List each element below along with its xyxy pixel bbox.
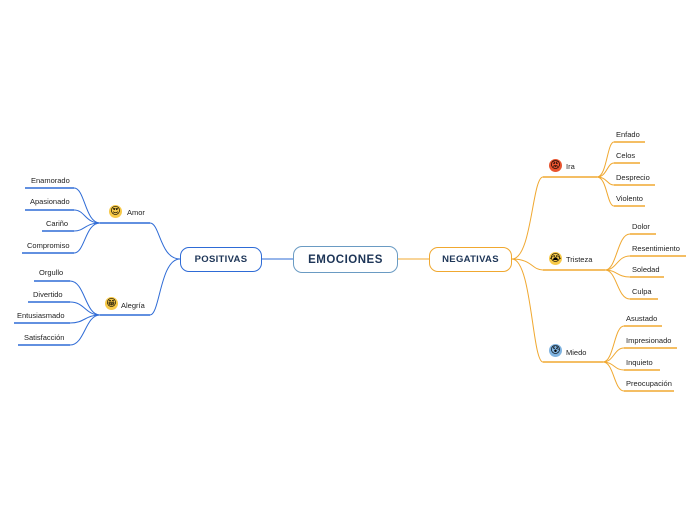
heart-face-icon: 😍	[109, 205, 122, 218]
leaf-inquieto[interactable]: Inquieto	[626, 358, 653, 367]
leaf-dolor[interactable]: Dolor	[632, 222, 650, 231]
leaf-divertido[interactable]: Divertido	[33, 290, 63, 299]
leaf-satisfaccion[interactable]: Satisfacción	[24, 333, 65, 342]
leaf-resentimiento[interactable]: Resentimiento	[632, 244, 680, 253]
group-amor[interactable]: Amor	[127, 208, 145, 217]
leaf-impresionado[interactable]: Impresionado	[626, 336, 672, 345]
leaf-soledad[interactable]: Soledad	[632, 265, 660, 274]
leaf-compromiso[interactable]: Compromiso	[27, 241, 70, 250]
leaf-celos[interactable]: Celos	[616, 151, 636, 160]
negative-label: NEGATIVAS	[442, 254, 499, 265]
root-node[interactable]: EMOCIONES	[293, 246, 398, 273]
leaf-entusiasmado[interactable]: Entusiasmado	[17, 311, 65, 320]
group-tristeza[interactable]: Tristeza	[566, 255, 593, 264]
leaf-culpa[interactable]: Culpa	[632, 287, 652, 296]
positive-node[interactable]: POSITIVAS	[180, 247, 262, 272]
leaf-asustado[interactable]: Asustado	[626, 314, 658, 323]
positive-label: POSITIVAS	[194, 254, 248, 265]
group-alegria[interactable]: Alegría	[121, 301, 145, 310]
leaf-orgullo[interactable]: Orgullo	[39, 268, 64, 277]
root-label: EMOCIONES	[308, 253, 383, 266]
fearful-face-icon: 😰	[549, 344, 562, 357]
leaf-violento[interactable]: Violento	[616, 194, 643, 203]
leaf-desprecio[interactable]: Desprecio	[616, 173, 650, 182]
crying-face-icon: 😭	[549, 252, 562, 265]
leaf-enfado[interactable]: Enfado	[616, 130, 640, 139]
group-miedo[interactable]: Miedo	[566, 348, 587, 357]
leaf-enamorado[interactable]: Enamorado	[31, 176, 70, 185]
angry-face-icon: 😡	[549, 159, 562, 172]
leaf-carino[interactable]: Cariño	[46, 219, 69, 228]
grinning-face-icon: 😁	[105, 297, 118, 310]
leaf-apasionado[interactable]: Apasionado	[30, 197, 70, 206]
negative-node[interactable]: NEGATIVAS	[429, 247, 512, 272]
group-ira-label[interactable]: Ira	[566, 162, 575, 171]
leaf-preocupacion[interactable]: Preocupación	[626, 379, 672, 388]
